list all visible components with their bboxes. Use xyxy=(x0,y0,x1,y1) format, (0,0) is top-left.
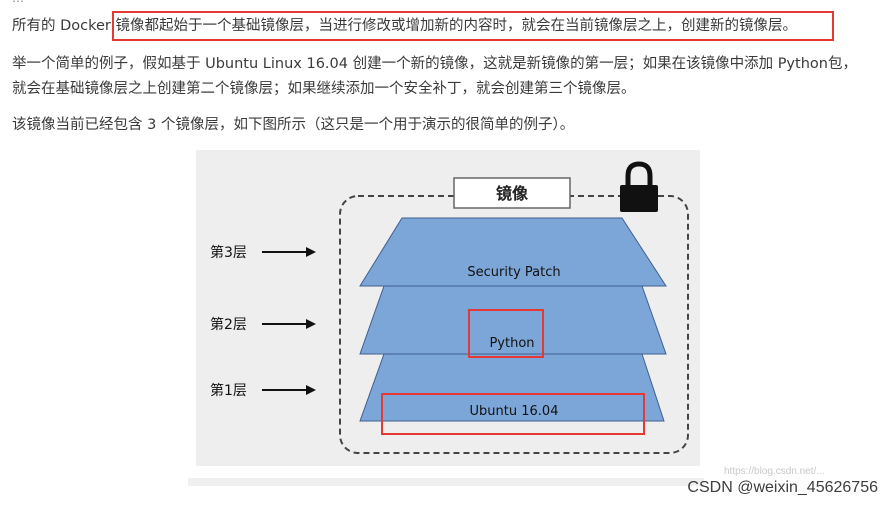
layer-2-name: Python xyxy=(489,336,534,351)
paragraph-1-highlight-text: 镜像都起始于一个基础镜像层，当进行修改或增加新的内容时，就会在当前镜像层之上，创… xyxy=(115,18,798,34)
paragraph-1: 所有的 Docker 镜像都起始于一个基础镜像层，当进行修改或增加新的内容时，就… xyxy=(12,14,797,38)
layer-2-side-label: 第2层 xyxy=(210,316,247,333)
highlight-box-ubuntu xyxy=(381,393,645,435)
figure-bottom-bar xyxy=(188,478,704,486)
layer-3-arrow-head xyxy=(306,247,316,257)
paragraph-3: 该镜像当前已经包含 3 个镜像层，如下图所示（这只是一个用于演示的很简单的例子）… xyxy=(12,117,575,133)
layer-3-name: Security Patch xyxy=(467,265,560,280)
image-label-box xyxy=(453,177,571,209)
layer-3-side-label: 第3层 xyxy=(210,244,247,261)
layer-1-name: Ubuntu 16.04 xyxy=(470,404,559,419)
csdn-watermark: CSDN @weixin_45626756 xyxy=(687,479,878,496)
truncated-text-top: ⋯ xyxy=(12,0,24,8)
layer-2-arrow-head xyxy=(306,319,316,329)
paragraph-2-line-1: 举一个简单的例子，假如基于 Ubuntu Linux 16.04 创建一个新的镜… xyxy=(12,56,857,72)
layer-1-side-label: 第1层 xyxy=(210,382,247,399)
paragraph-1-lead: 所有的 Docker xyxy=(12,18,116,34)
layer-3-shape xyxy=(359,217,667,287)
faint-url-watermark: https://blog.csdn.net/... xyxy=(724,466,825,477)
lock-icon xyxy=(620,161,658,212)
highlight-box-sentence xyxy=(112,11,834,41)
layer-1-arrow-head xyxy=(306,385,316,395)
highlight-box-python xyxy=(468,309,544,358)
image-label: 镜像 xyxy=(496,184,529,203)
paragraph-2-line-2: 就会在基础镜像层之上创建第二个镜像层；如果继续添加一个安全补丁，就会创建第三个镜… xyxy=(12,81,636,97)
